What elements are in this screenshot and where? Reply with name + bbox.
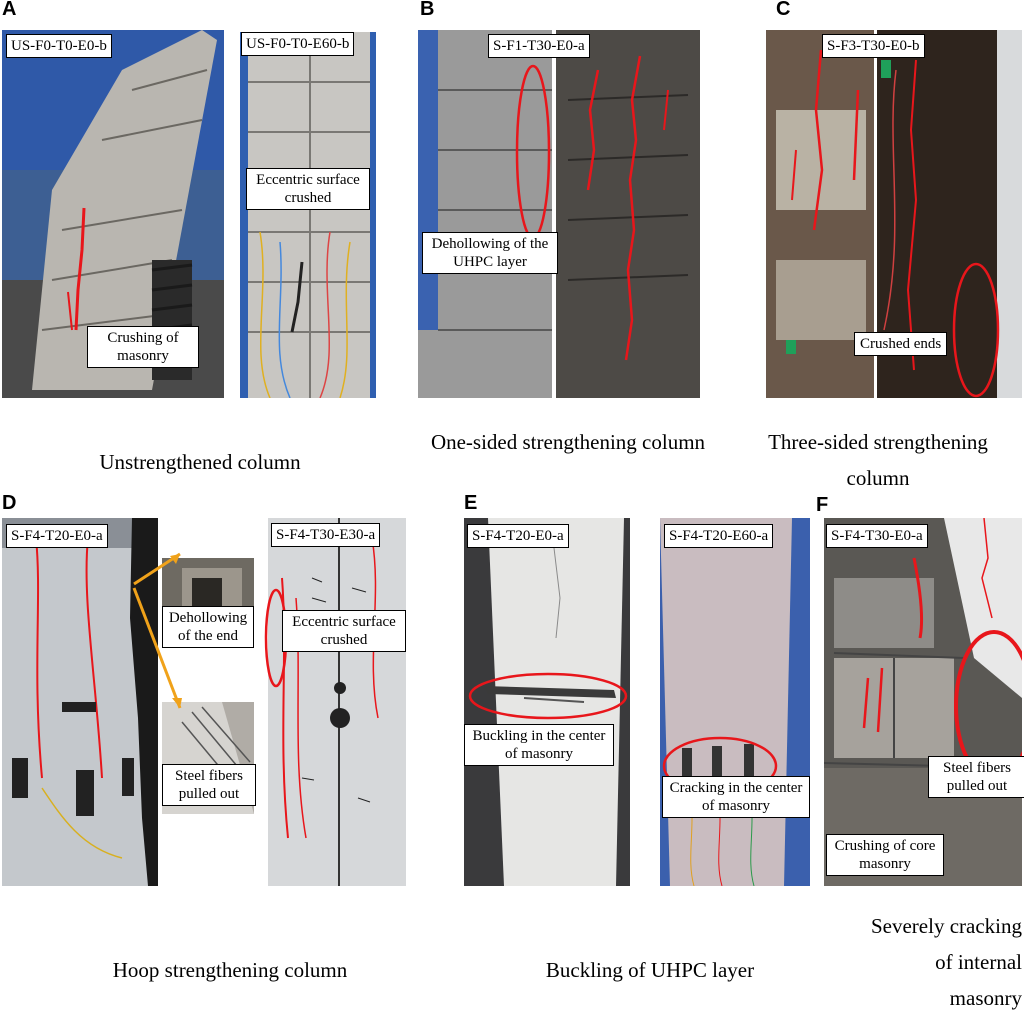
photo-d-right-label: S-F4-T30-E30-a <box>271 523 381 547</box>
caption-a: Unstrengthened column <box>99 450 301 474</box>
photo-f <box>824 518 1022 886</box>
photo-e-right <box>660 518 810 886</box>
annotation-buckling-center-masonry: Buckling in the center of masonry <box>464 724 614 766</box>
panel-letter-e: E <box>464 492 478 514</box>
caption-d: Hoop strengthening column <box>112 958 348 982</box>
photo-a-right-label: US-F0-T0-E60-b <box>241 32 355 56</box>
annotation-crushing-of-masonry: Crushing of masonry <box>87 326 199 368</box>
annotation-dehollowing-uhpc-layer: Dehollowing of the UHPC layer <box>422 232 558 274</box>
photo-d-right-drawing <box>262 518 410 886</box>
arrows-d <box>132 552 182 709</box>
annotation-steel-fibers-pulled-out-d: Steel fibers pulled out <box>162 764 256 806</box>
caption-f: Severely cracking of internal masonry <box>870 914 1022 1010</box>
panel-letter-f: F <box>816 494 829 516</box>
photo-d-left <box>2 518 158 886</box>
annotation-eccentric-surface-crushed-d: Eccentric surface crushed <box>282 610 406 652</box>
photo-e-left-label: S-F4-T20-E0-a <box>467 524 569 548</box>
caption-c: Three-sided strengthening column <box>768 430 988 490</box>
annotation-crushed-ends: Crushed ends <box>854 332 948 356</box>
photo-d-left-drawing <box>2 518 158 886</box>
photo-a-left-label: US-F0-T0-E0-b <box>6 34 112 58</box>
annotation-eccentric-surface-crushed-a: Eccentric surface crushed <box>246 168 370 210</box>
panel-letter-a: A <box>2 0 17 20</box>
annotation-crushing-core-masonry: Crushing of core masonry <box>826 834 944 876</box>
panel-letter-d: D <box>2 492 17 514</box>
caption-e: Buckling of UHPC layer <box>545 958 755 982</box>
photo-d-right <box>262 518 410 886</box>
caption-b: One-sided strengthening column <box>430 430 706 454</box>
annotation-dehollowing-of-the-end: Dehollowing of the end <box>162 606 254 648</box>
photo-e-left <box>464 518 630 886</box>
panel-letter-b: B <box>420 0 435 20</box>
photo-b-label: S-F1-T30-E0-a <box>488 34 590 58</box>
photo-e-left-drawing <box>464 518 630 886</box>
panel-letter-c: C <box>776 0 791 20</box>
photo-a-right <box>240 32 376 398</box>
photo-a-left <box>2 30 224 398</box>
photo-d-left-label: S-F4-T20-E0-a <box>6 524 108 548</box>
photo-f-drawing <box>824 518 1022 886</box>
photo-e-right-drawing <box>660 518 810 886</box>
annotation-steel-fibers-pulled-out-f: Steel fibers pulled out <box>928 756 1024 798</box>
photo-a-left-drawing <box>2 30 224 398</box>
photo-c-label: S-F3-T30-E0-b <box>822 34 925 58</box>
photo-e-right-label: S-F4-T20-E60-a <box>664 524 774 548</box>
annotation-cracking-center-masonry: Cracking in the center of masonry <box>662 776 810 818</box>
photo-f-label: S-F4-T30-E0-a <box>826 524 928 548</box>
photo-a-right-drawing <box>240 32 376 398</box>
photo-b-drawing <box>418 30 700 398</box>
photo-b <box>418 30 700 398</box>
